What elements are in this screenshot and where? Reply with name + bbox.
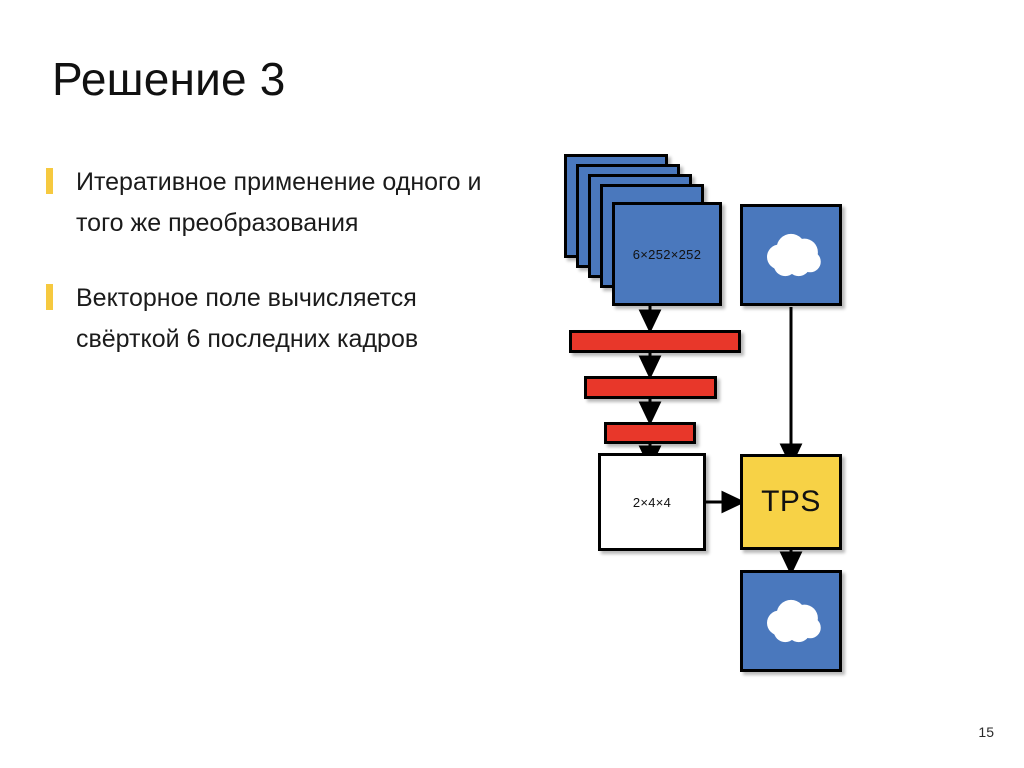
list-item: Итеративное применение одного и того же … [46, 162, 516, 244]
frame-stack-label: 6×252×252 [632, 246, 702, 262]
tps-box: TPS [740, 454, 842, 550]
bullet-text: Итеративное применение одного и того же … [76, 168, 482, 237]
output-image-box [740, 570, 842, 672]
conv-layer-bar-1 [569, 330, 741, 353]
bullet-marker-icon [46, 284, 53, 310]
conv-layer-bar-2 [584, 376, 717, 399]
cloud-icon [767, 233, 821, 277]
tensor-output-box: 2×4×4 [598, 453, 706, 551]
page-title: Решение 3 [52, 53, 286, 105]
bullet-marker-icon [46, 168, 53, 194]
tps-label: TPS [761, 485, 821, 518]
conv-layer-bar-3 [604, 422, 696, 444]
frame-stack-front: 6×252×252 [612, 202, 722, 306]
bullet-text: Векторное поле вычисляется свёрткой 6 по… [76, 284, 419, 353]
bullet-list: Итеративное применение одного и того же … [46, 162, 516, 394]
cloud-icon [767, 599, 821, 643]
tensor-output-label: 2×4×4 [632, 494, 672, 510]
architecture-diagram: 6×252×252 2×4×4 TPS [560, 150, 870, 680]
page-number: 15 [978, 724, 994, 740]
list-item: Векторное поле вычисляется свёрткой 6 по… [46, 278, 516, 360]
input-image-box [740, 204, 842, 306]
